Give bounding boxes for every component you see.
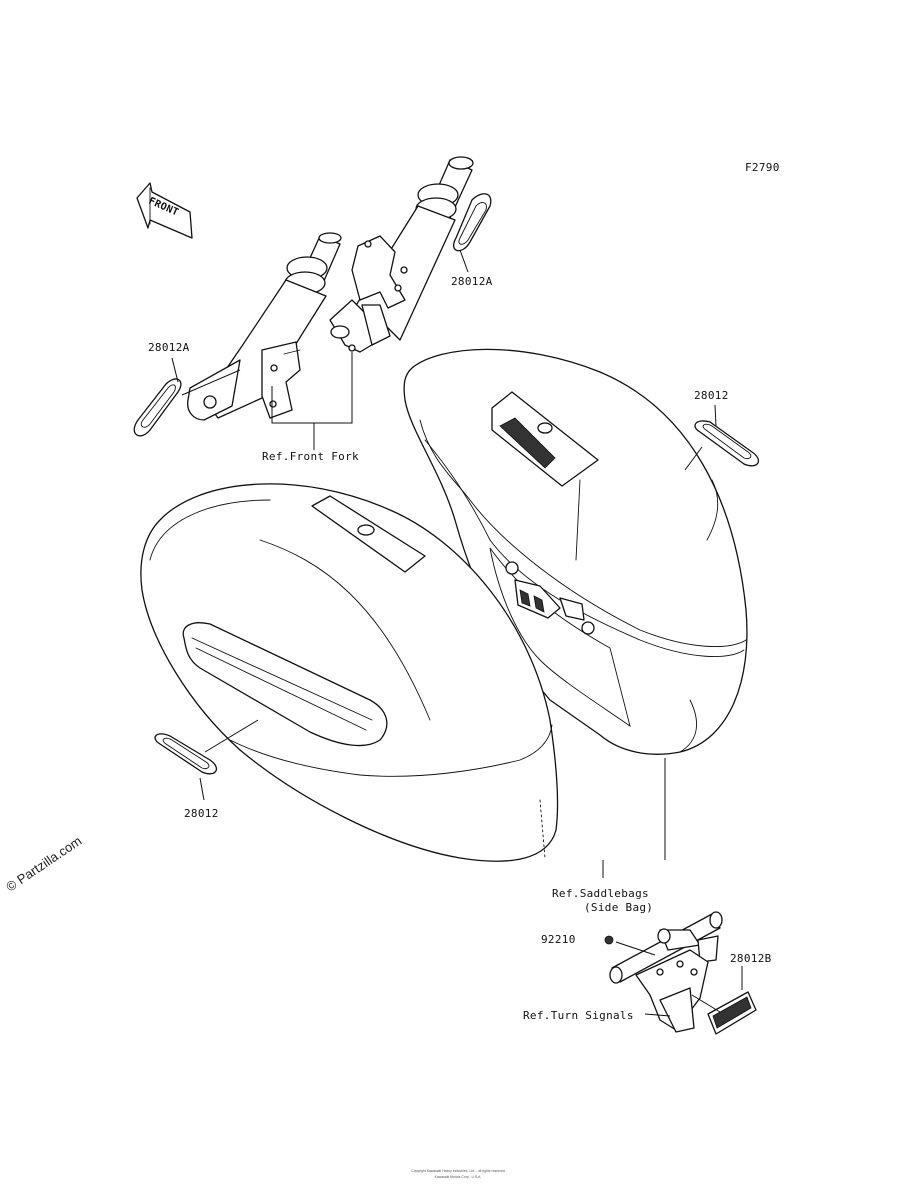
reflector-28012b-drawing [707,991,757,1035]
watermark-text: © Partzilla.com [3,833,84,894]
rear-bracket-drawing [609,911,723,1033]
ref-turn-signals: Ref.Turn Signals [523,1009,634,1022]
callout-28012-right: 28012 [694,389,729,402]
callout-28012b: 28012B [730,952,772,965]
emblem-28012-left [154,733,218,775]
ref-saddlebags-line1: Ref.Saddlebags [552,887,649,900]
saddlebag-right-drawing [403,348,748,755]
callout-28012a-left: 28012A [148,341,190,354]
saddlebag-left-drawing [140,483,559,862]
front-arrow-icon: FRONT [136,182,193,239]
callout-92210: 92210 [541,933,576,946]
figure-code: F2790 [745,161,780,174]
emblem-28012-right [694,420,760,467]
front-fork-right-drawing [329,156,474,353]
callout-28012a-top: 28012A [451,275,493,288]
nut-92210-drawing [604,935,614,945]
ref-front-fork: Ref.Front Fork [262,450,359,463]
footer-line1: Copyright Kawasaki Heavy Industries, Ltd… [411,1169,505,1173]
callout-28012-left: 28012 [184,807,219,820]
emblem-28012a-left [133,378,182,437]
emblem-28012a-top [453,193,492,252]
front-fork-left-drawing [187,232,342,421]
footer-line2: Kawasaki Motors Corp., U.S.A. [435,1175,482,1179]
ref-saddlebags-line2: (Side Bag) [584,901,653,914]
